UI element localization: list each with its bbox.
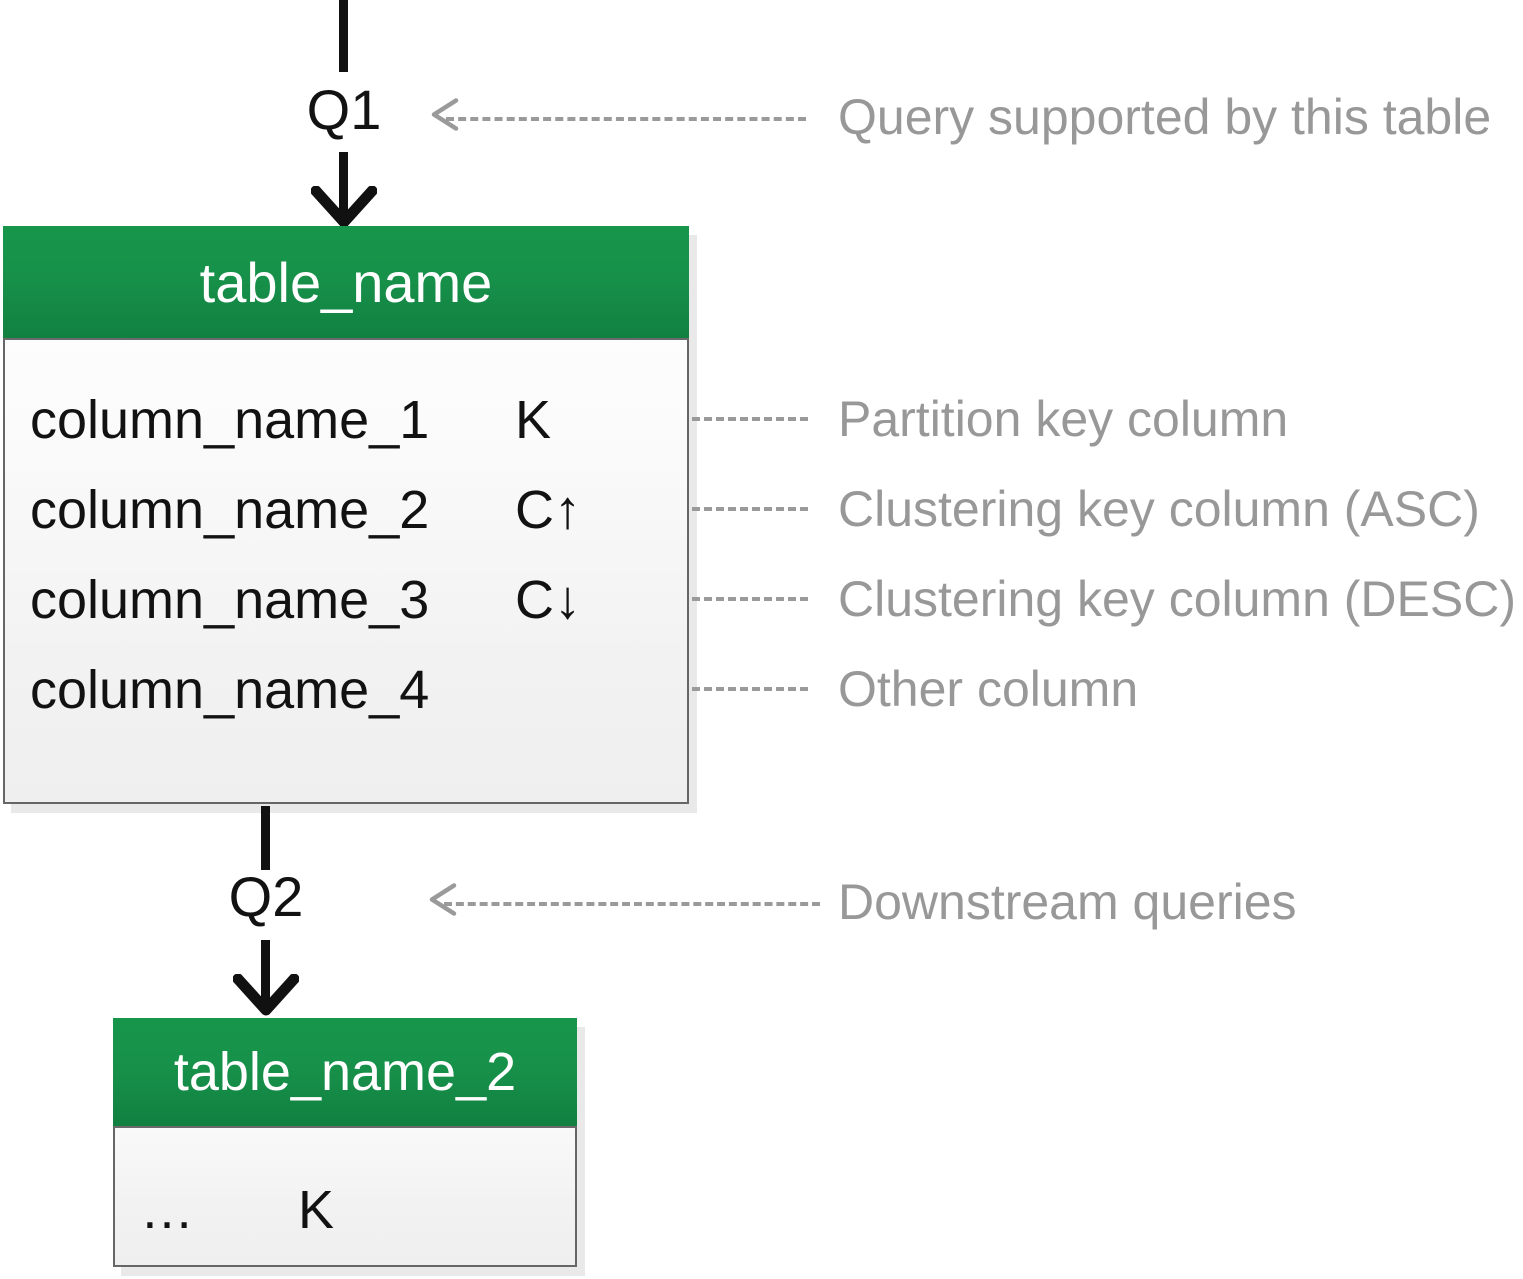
main-table-box[interactable]: table_name column_name_1 K column_name_2… bbox=[3, 226, 697, 813]
second-table-header: table_name_2 bbox=[113, 1018, 577, 1128]
clustering-desc-annotation-text: Clustering key column (DESC) bbox=[838, 571, 1516, 627]
q1-label: Q1 bbox=[306, 78, 382, 141]
main-table-header: table_name bbox=[3, 226, 689, 340]
second-table-box[interactable]: table_name_2 … K bbox=[113, 1018, 585, 1276]
column-key-marker: K bbox=[298, 1180, 335, 1240]
q1-callout-arrow bbox=[428, 98, 806, 135]
column-name: column_name_3 bbox=[30, 570, 430, 630]
column-key-marker: C↑ bbox=[515, 480, 581, 540]
second-table-body: … K bbox=[113, 1128, 577, 1267]
q1-upper-stem bbox=[339, 0, 348, 72]
q2-lower-stem bbox=[261, 940, 270, 1002]
column-key-marker: C↓ bbox=[515, 570, 581, 630]
q2-annotation-text: Downstream queries bbox=[838, 874, 1297, 930]
q1-lower-stem bbox=[339, 152, 348, 214]
column-key-marker: K bbox=[515, 390, 552, 450]
q2-label: Q2 bbox=[228, 865, 304, 928]
main-table-name: table_name bbox=[199, 250, 493, 314]
q2-arrowhead-icon bbox=[232, 973, 300, 1018]
clustering-asc-annotation-text: Clustering key column (ASC) bbox=[838, 481, 1480, 537]
q2-callout-arrow bbox=[426, 883, 820, 920]
q1-arrowhead-icon bbox=[310, 185, 378, 230]
q1-annotation-text: Query supported by this table bbox=[838, 89, 1492, 145]
column-name: column_name_1 bbox=[30, 390, 430, 450]
second-table-name: table_name_2 bbox=[173, 1042, 517, 1102]
column-name: column_name_2 bbox=[30, 480, 430, 540]
main-table-body: column_name_1 K column_name_2 C↑ column_… bbox=[3, 340, 689, 804]
partition-key-annotation-text: Partition key column bbox=[838, 391, 1289, 447]
other-column-annotation-text: Other column bbox=[838, 661, 1139, 717]
column-name: column_name_4 bbox=[30, 660, 430, 720]
column-name: … bbox=[140, 1180, 194, 1240]
q2-upper-stem bbox=[261, 806, 270, 870]
